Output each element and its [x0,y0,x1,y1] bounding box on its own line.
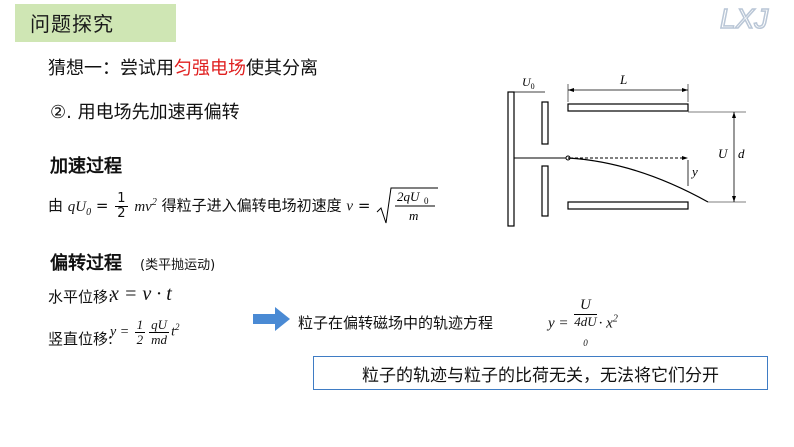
vertical-label: 竖直位移: [48,330,114,348]
acceleration-heading: 加速过程 [50,156,122,177]
y-label: y [690,164,698,179]
page-title: 问题探究 [30,12,114,36]
logo: LXJ [716,2,784,38]
equals: = [95,196,114,215]
logo-icon: LXJ [719,2,770,35]
sqrt-expression: 2qU 0 m [375,186,439,226]
lhs: qU0 [67,198,92,218]
deflect-plate-bottom [567,201,689,210]
accel-plate-right-top [541,101,549,145]
from-text: 由 [48,196,64,215]
deflection-subtitle: (类平抛运动) [140,258,216,273]
guess-suffix: 使其分离 [246,58,318,79]
logo-text: LXJ [720,3,769,34]
accel-plate-right-bottom [541,165,549,217]
u-label: U [718,146,729,161]
velocity-text: 得粒子进入偏转电场初速度 [161,196,342,215]
arrow-icon [253,306,291,336]
deflect-plate-top [567,103,689,112]
guess-highlight: 匀强电场 [174,58,246,79]
svg-text:m: m [409,208,418,223]
l-label: L [619,72,627,87]
trajectory-curve [567,157,709,203]
svg-text:2qU: 2qU [397,189,421,204]
u0-label: U0 [522,75,535,91]
horizontal-formula: x = v · t [110,283,172,305]
deflection-heading: 偏转过程 [50,253,122,274]
title-banner [15,4,176,42]
guess-line: 猜想一：尝试用匀强电场使其分离 [48,54,318,80]
field-diagram: U0 L y U d [496,62,756,246]
sqrt-icon: 2qU 0 m [376,187,439,224]
rhs: mv2 [134,196,157,215]
equals-2: = [357,196,376,215]
d-label: d [738,146,745,161]
horizontal-label: 水平位移: [48,288,114,306]
step-label: ②. 用电场先加速再偏转 [50,102,240,123]
v-symbol: v [346,198,354,215]
guess-prefix: 猜想一：尝试用 [48,58,174,79]
trajectory-label: 粒子在偏转磁场中的轨迹方程 [298,314,494,332]
accel-plate-left [507,91,515,227]
conclusion-box: 粒子的轨迹与粒子的比荷无关，无法将它们分开 [313,356,768,390]
svg-text:0: 0 [424,196,429,206]
